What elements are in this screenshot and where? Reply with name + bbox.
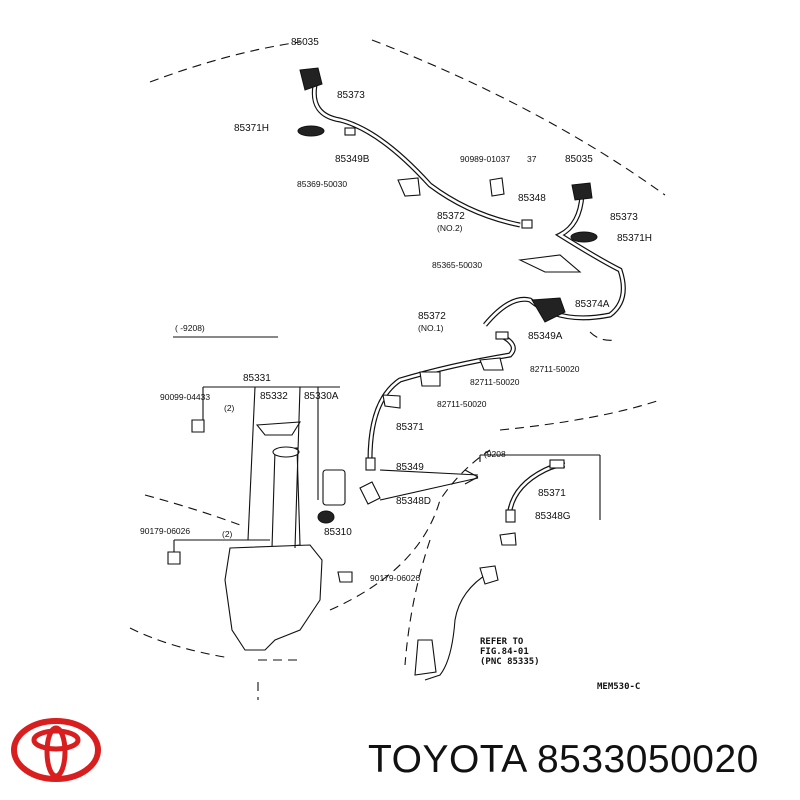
label-85365: 85365-50030 <box>432 260 482 270</box>
washer-hoses <box>311 84 626 681</box>
refer-line-2: FIG.84-01 <box>480 647 529 657</box>
tank-inlet-icon <box>272 446 300 458</box>
clamp-icon <box>479 357 504 371</box>
pump-motor-icon <box>322 469 346 506</box>
label-90179-bottom: 90179-06026 <box>370 573 420 583</box>
nozzle-right-icon <box>571 182 593 201</box>
label-85332: 85332 <box>260 391 288 402</box>
label-no1: (NO.1) <box>418 323 444 333</box>
label-85373-right: 85373 <box>610 212 638 223</box>
joint-icon <box>521 219 533 229</box>
label-85369: 85369-50030 <box>297 179 347 189</box>
label-85349A: 85349A <box>528 331 563 342</box>
grommet-left-icon <box>297 125 325 137</box>
elbow-icon <box>499 532 517 546</box>
label-85371H-left: 85371H <box>234 123 269 134</box>
label-qty2-b: (2) <box>222 529 233 539</box>
label-qty2-a: (2) <box>224 403 235 413</box>
toyota-logo-icon <box>11 718 101 782</box>
label-82711-b: 82711-50020 <box>470 377 520 387</box>
bolt-icon <box>191 419 205 433</box>
label-90989: 90989-01037 <box>460 154 510 164</box>
label-85371-mid: 85371 <box>396 422 424 433</box>
connector-icon <box>479 565 499 585</box>
cover-icon <box>531 297 566 323</box>
label-85372-no2: 85372 <box>437 211 465 222</box>
motor-icon <box>414 639 437 676</box>
clip-icon <box>489 177 505 197</box>
joint-icon <box>495 331 509 340</box>
refer-line-3: (PNC 85335) <box>480 657 540 667</box>
washer-tank-icon <box>224 544 323 651</box>
label-85348D: 85348D <box>396 496 431 507</box>
joint-icon <box>344 127 356 136</box>
joint-icon <box>365 457 376 471</box>
label-85348: 85348 <box>518 193 546 204</box>
label-85349B: 85349B <box>335 154 370 165</box>
bolt-icon <box>167 551 181 565</box>
label-90179-left: 90179-06026 <box>140 526 190 536</box>
clamp-icon <box>419 371 441 387</box>
label-85035-top: 85035 <box>291 37 319 48</box>
label-85035-right: 85035 <box>565 154 593 165</box>
box-range-left: ( -9208) <box>175 323 205 333</box>
diagram-code: MEM530-C <box>597 682 640 692</box>
label-82711-c: 82711-50020 <box>437 399 487 409</box>
label-90099: 90099-04433 <box>160 392 210 402</box>
parts <box>167 67 598 676</box>
label-85331: 85331 <box>243 373 271 384</box>
label-85371H-right: 85371H <box>617 233 652 244</box>
label-85374A: 85374A <box>575 299 610 310</box>
label-85349-mid: 85349 <box>396 462 424 473</box>
cap-gasket-icon <box>255 421 302 436</box>
part-number: 8533050020 <box>536 738 759 781</box>
label-82711-a: 82711-50020 <box>530 364 580 374</box>
label-85348G: 85348G <box>535 511 571 522</box>
clamp-icon <box>397 177 421 197</box>
label-37: 37 <box>527 154 537 164</box>
leader-lines <box>173 386 601 552</box>
elbow-icon <box>359 481 381 505</box>
bracket-icon <box>518 254 582 273</box>
pump-grommet-icon <box>317 510 335 524</box>
label-85310: 85310 <box>324 527 352 538</box>
label-no2: (NO.2) <box>437 223 463 233</box>
joint-icon <box>505 509 516 523</box>
label-85330A: 85330A <box>304 391 339 402</box>
brand-name: TOYOTA <box>368 738 526 781</box>
joint-icon <box>549 459 565 469</box>
box-range-right: (9208- <box>484 449 509 459</box>
label-85372-no1: 85372 <box>418 311 446 322</box>
grommet-right-icon <box>570 231 598 243</box>
bolt-icon <box>337 571 353 583</box>
clamp-icon <box>382 394 401 409</box>
nozzle-left-icon <box>299 67 323 91</box>
brand-part-number: TOYOTA 8533050020 <box>368 738 759 782</box>
refer-line-1: REFER TO <box>480 637 524 647</box>
label-85373-top: 85373 <box>337 90 365 101</box>
body-outline <box>129 39 666 700</box>
part-labels: 85035 85373 85371H 85349B 85369-50030 90… <box>140 37 652 692</box>
label-85371-right: 85371 <box>538 488 566 499</box>
